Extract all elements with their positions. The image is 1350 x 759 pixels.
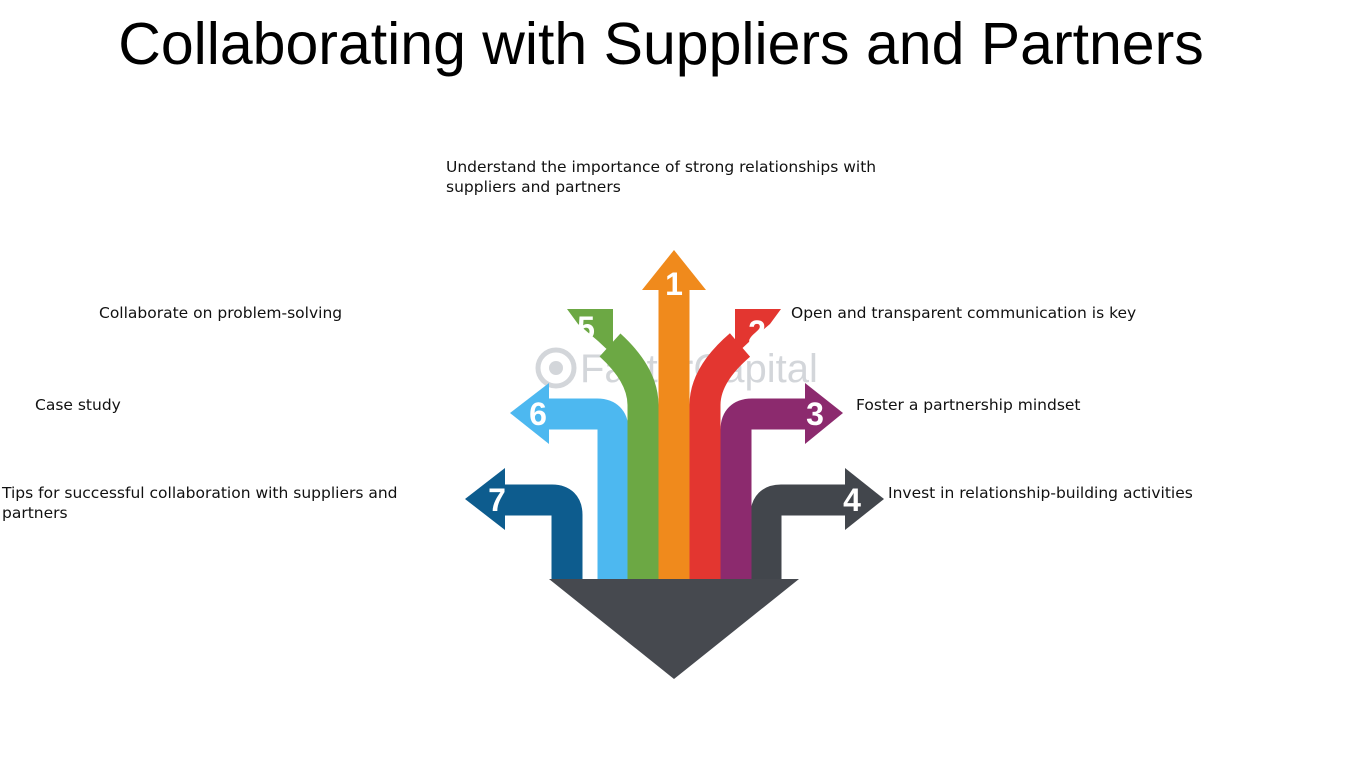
step-7-number: 7 (488, 482, 506, 518)
arrow-6: 6 (510, 383, 629, 580)
step-4-number: 4 (843, 482, 861, 518)
gear-icon (535, 347, 577, 389)
arrow-1: 1 (642, 250, 706, 580)
arrow-2: 2 (689, 309, 781, 580)
step-5-label: Collaborate on problem-solving (99, 304, 343, 322)
step-2-label: Open and transparent communication is ke… (791, 304, 1137, 322)
arrow-3: 3 (720, 383, 843, 580)
step-3-number: 3 (806, 396, 824, 432)
step-6-label: Case study (35, 396, 121, 414)
arrow-5: 5 (567, 309, 659, 580)
step-7-label: Tips for successful collaboration with s… (2, 484, 398, 522)
arrow-4: 4 (750, 468, 884, 580)
step-1-label: Understand the importance of strong rela… (446, 158, 877, 196)
step-5-number: 5 (577, 310, 595, 346)
step-3-label: Foster a partnership mindset (856, 396, 1081, 414)
base-arrow-head (549, 579, 799, 679)
page-title: Collaborating with Suppliers and Partner… (118, 11, 1204, 77)
step-2-number: 2 (748, 314, 766, 350)
step-6-number: 6 (529, 396, 547, 432)
arrow-7: 7 (465, 468, 583, 580)
step-1-number: 1 (665, 266, 683, 302)
step-4-label: Invest in relationship-building activiti… (888, 484, 1193, 502)
